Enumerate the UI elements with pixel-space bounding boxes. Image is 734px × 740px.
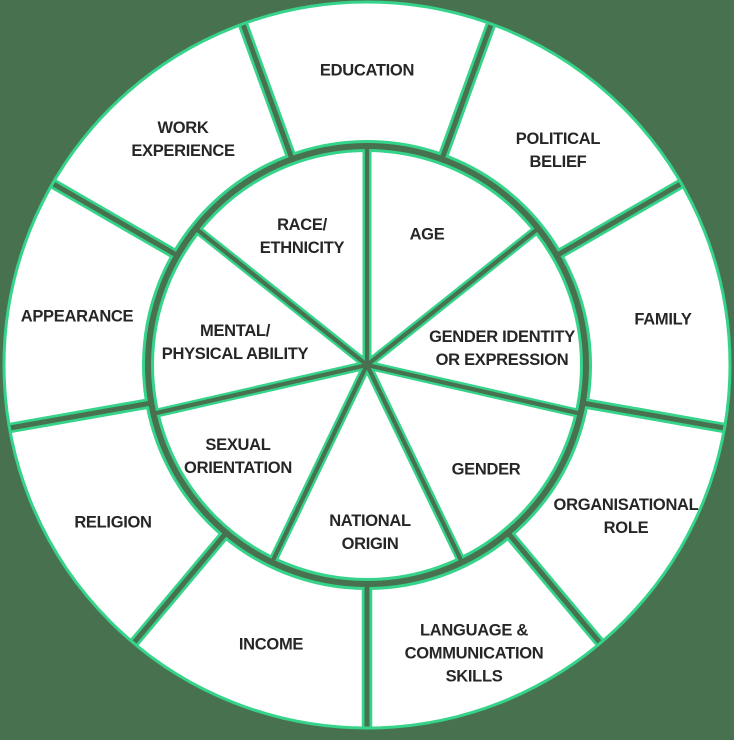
outer-segment-divider bbox=[10, 400, 154, 431]
inner-segment-divider bbox=[153, 362, 368, 416]
outer-segment-divider bbox=[504, 529, 602, 644]
inner-segment-divider bbox=[366, 362, 581, 416]
outer-segment-divider bbox=[132, 529, 230, 644]
inner-segment-divider bbox=[365, 364, 464, 564]
inner-segment-divider bbox=[270, 364, 369, 564]
outer-segment-divider bbox=[52, 181, 181, 259]
inner-segment-divider bbox=[365, 226, 540, 367]
outer-segment-divider bbox=[438, 23, 494, 162]
outer-segment-divider bbox=[240, 23, 296, 162]
outer-segment-divider bbox=[553, 181, 682, 259]
outer-segment-divider bbox=[580, 400, 724, 431]
separator-core-layer bbox=[10, 23, 724, 727]
inner-segment-divider bbox=[194, 226, 369, 367]
